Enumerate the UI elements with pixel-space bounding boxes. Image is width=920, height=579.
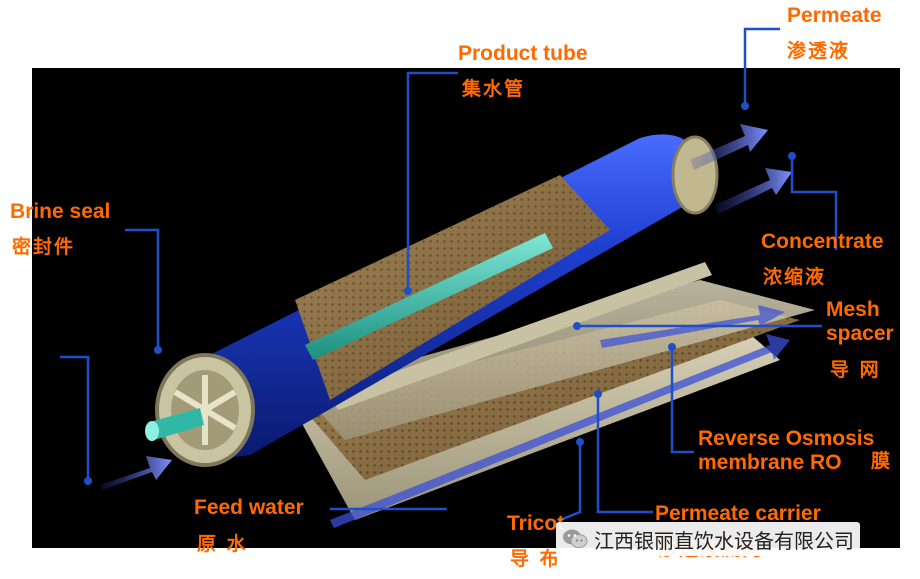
- label-permeate-zh: 渗透液: [787, 40, 851, 62]
- label-mesh: Mesh: [826, 298, 880, 321]
- spacer-rod: [330, 262, 712, 410]
- label-product-tube-zh: 集水管: [462, 78, 526, 100]
- feed-arrow: [100, 456, 172, 490]
- label-concentrate-zh: 浓缩液: [763, 266, 827, 288]
- label-spacer: spacer: [826, 322, 894, 345]
- label-tricot: Tricot: [507, 512, 565, 535]
- label-concentrate: Concentrate: [761, 230, 884, 253]
- inlet-nozzle: [150, 408, 204, 440]
- product-tube-shape: [305, 233, 553, 360]
- watermark-text: 江西银丽直饮水设备有限公司: [594, 528, 854, 553]
- tricot-sheet: [300, 330, 780, 520]
- label-product-tube: Product tube: [458, 42, 588, 65]
- label-permeate: Permeate: [787, 4, 882, 27]
- label-reverse-osmosis: Reverse Osmosis: [698, 427, 875, 450]
- permeate-arrow: [690, 124, 768, 170]
- watermark: 江西银丽直饮水设备有限公司: [556, 522, 860, 556]
- end-cap-right: [671, 135, 719, 215]
- label-brine-seal: Brine seal: [10, 200, 111, 223]
- feed-arrow-long: [330, 334, 790, 528]
- label-membrane-ro: membrane RO: [698, 451, 842, 474]
- label-tricot-zh: 导 布: [510, 548, 561, 570]
- label-mesh-spacer-zh: 导 网: [830, 359, 881, 381]
- concentrate-arrow: [715, 168, 792, 214]
- label-feed-water-zh: 原 水: [197, 533, 248, 555]
- wechat-icon: [563, 529, 588, 548]
- label-membrane-zh: 膜: [871, 450, 893, 472]
- leader-lines: [60, 27, 838, 522]
- label-feed-water: Feed water: [194, 496, 304, 519]
- label-permeate-carrier: Permeate carrier: [655, 502, 821, 525]
- mesh-spacer-sheet: [300, 280, 815, 440]
- label-brine-seal-zh: 密封件: [12, 236, 76, 258]
